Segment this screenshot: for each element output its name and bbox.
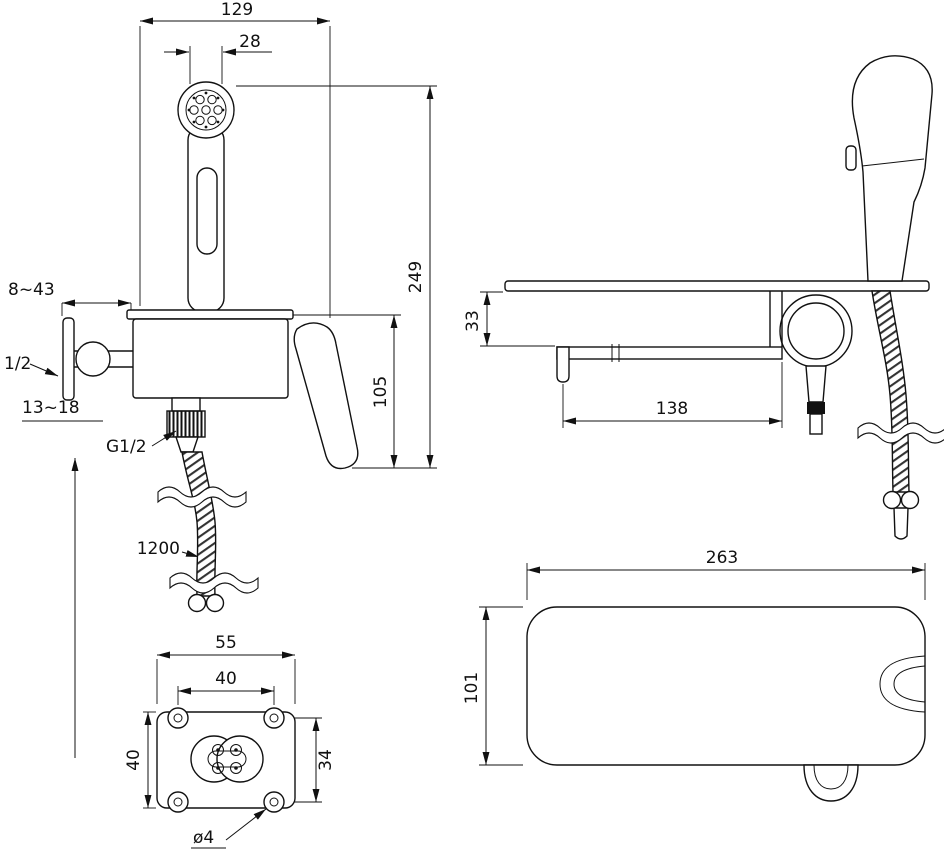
dim-body-height: 105 bbox=[371, 376, 391, 408]
outlet-stub bbox=[171, 397, 201, 412]
mounting-ears bbox=[167, 707, 285, 813]
holder-ring-outer bbox=[779, 294, 853, 368]
hose-break-mark bbox=[157, 486, 247, 508]
dim-hole-diameter: ø4 bbox=[193, 828, 214, 848]
side-view-dimension-lines bbox=[480, 291, 783, 428]
dim-total-height: 249 bbox=[406, 261, 426, 293]
hose-outlet-bump bbox=[803, 764, 859, 802]
holder-ring-inner bbox=[787, 302, 845, 360]
hose-break-mark bbox=[169, 572, 259, 594]
hose-tail-side bbox=[809, 413, 823, 435]
mounting-view-labels: 55 40 40 34 ø4 bbox=[124, 633, 336, 848]
dim-total-width: 129 bbox=[221, 0, 253, 20]
sprayer-slot bbox=[196, 167, 218, 255]
shelf-plate bbox=[526, 606, 926, 766]
front-view-labels: 129 28 249 105 8~43 1/2 13~18 G1/2 1200 bbox=[4, 0, 426, 559]
hose-nut-side bbox=[807, 402, 825, 414]
dim-wall-distance: 8~43 bbox=[8, 280, 55, 300]
hose-nut-knurled bbox=[166, 410, 206, 438]
dim-hose-length: 1200 bbox=[137, 539, 180, 559]
hose-cone bbox=[175, 436, 199, 453]
hose-end-fitting bbox=[187, 593, 207, 613]
shelf-view-dimension-lines bbox=[479, 563, 926, 766]
dim-shelf-offset: 33 bbox=[463, 310, 483, 332]
mounting-view: 55 40 40 34 ø4 bbox=[124, 633, 336, 849]
hose-end-fitting bbox=[882, 490, 902, 510]
shelf-view-labels: 263 101 bbox=[462, 548, 738, 704]
label-inlet-thread: 1/2 bbox=[4, 354, 31, 374]
dim-shelf-width: 263 bbox=[706, 548, 738, 568]
dim-hole-spacing-h: 40 bbox=[215, 669, 237, 689]
side-view: 33 138 bbox=[463, 55, 944, 540]
spray-face-dots bbox=[187, 91, 225, 129]
dim-hole-spacing-v: 34 bbox=[316, 749, 336, 771]
hose-break-mark bbox=[857, 422, 944, 444]
dim-head-width: 28 bbox=[239, 32, 261, 52]
sprayer-side bbox=[851, 55, 933, 282]
sprayer-clip bbox=[845, 145, 857, 171]
hose-cone-side bbox=[805, 365, 827, 403]
label-outlet-thread: G1/2 bbox=[106, 437, 147, 457]
mounting-view-shapes bbox=[156, 707, 296, 813]
side-view-labels: 33 138 bbox=[463, 310, 688, 419]
mixer-top-plate bbox=[126, 309, 294, 320]
side-view-shapes bbox=[504, 55, 944, 540]
front-view: 129 28 249 105 8~43 1/2 13~18 G1/2 1200 bbox=[4, 0, 437, 758]
shower-hose-side bbox=[871, 290, 910, 493]
holder-bar bbox=[556, 346, 783, 360]
shelf-view-shapes bbox=[526, 606, 926, 802]
shelf-top-view: 263 101 bbox=[462, 548, 926, 802]
mixer-body bbox=[132, 318, 289, 399]
shelf-profile bbox=[504, 280, 930, 292]
union-nut bbox=[75, 341, 111, 377]
mixer-handle bbox=[293, 322, 359, 470]
front-view-dimension-lines bbox=[22, 17, 437, 758]
dim-body-width: 55 bbox=[215, 633, 237, 653]
dim-shelf-depth: 101 bbox=[462, 672, 482, 704]
mounting-view-dimension-lines bbox=[143, 651, 322, 849]
dim-bracket-length: 138 bbox=[656, 399, 688, 419]
wall-flange bbox=[62, 317, 75, 401]
hose-end-fitting bbox=[205, 593, 225, 613]
hose-end-fitting bbox=[900, 490, 920, 510]
dim-plate-depth: 13~18 bbox=[22, 398, 80, 418]
holder-notch-outer bbox=[879, 655, 926, 713]
hose-outlet-inner bbox=[813, 764, 849, 790]
holder-notch-inner bbox=[893, 665, 926, 703]
front-view-shapes bbox=[62, 81, 359, 613]
dim-body-height: 40 bbox=[124, 749, 144, 771]
spray-face-nozzles bbox=[189, 94, 223, 126]
holder-bar-lip bbox=[556, 346, 570, 383]
hose-end-tail bbox=[893, 507, 909, 540]
valve-mechanism bbox=[190, 735, 264, 783]
